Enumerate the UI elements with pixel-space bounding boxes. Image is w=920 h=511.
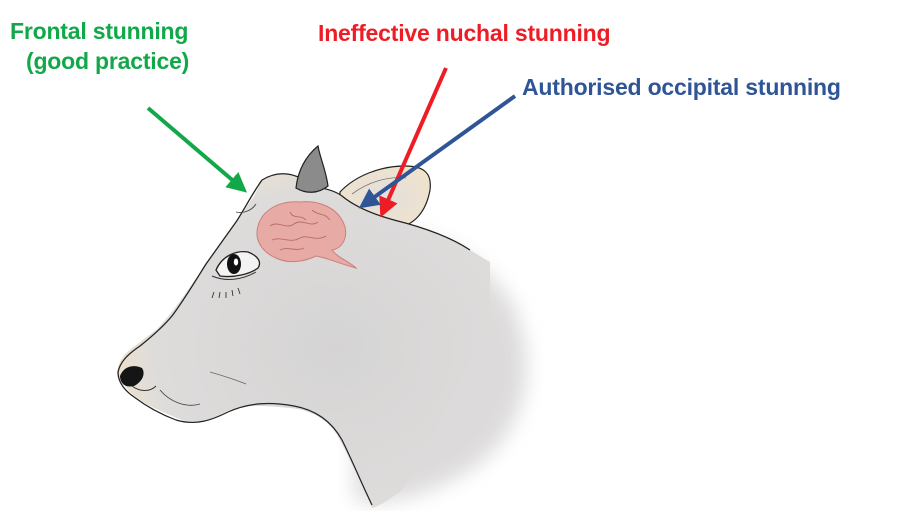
frontal-stunning-arrow (148, 108, 244, 190)
horn (296, 146, 328, 192)
occipital-stunning-arrow (362, 96, 515, 206)
